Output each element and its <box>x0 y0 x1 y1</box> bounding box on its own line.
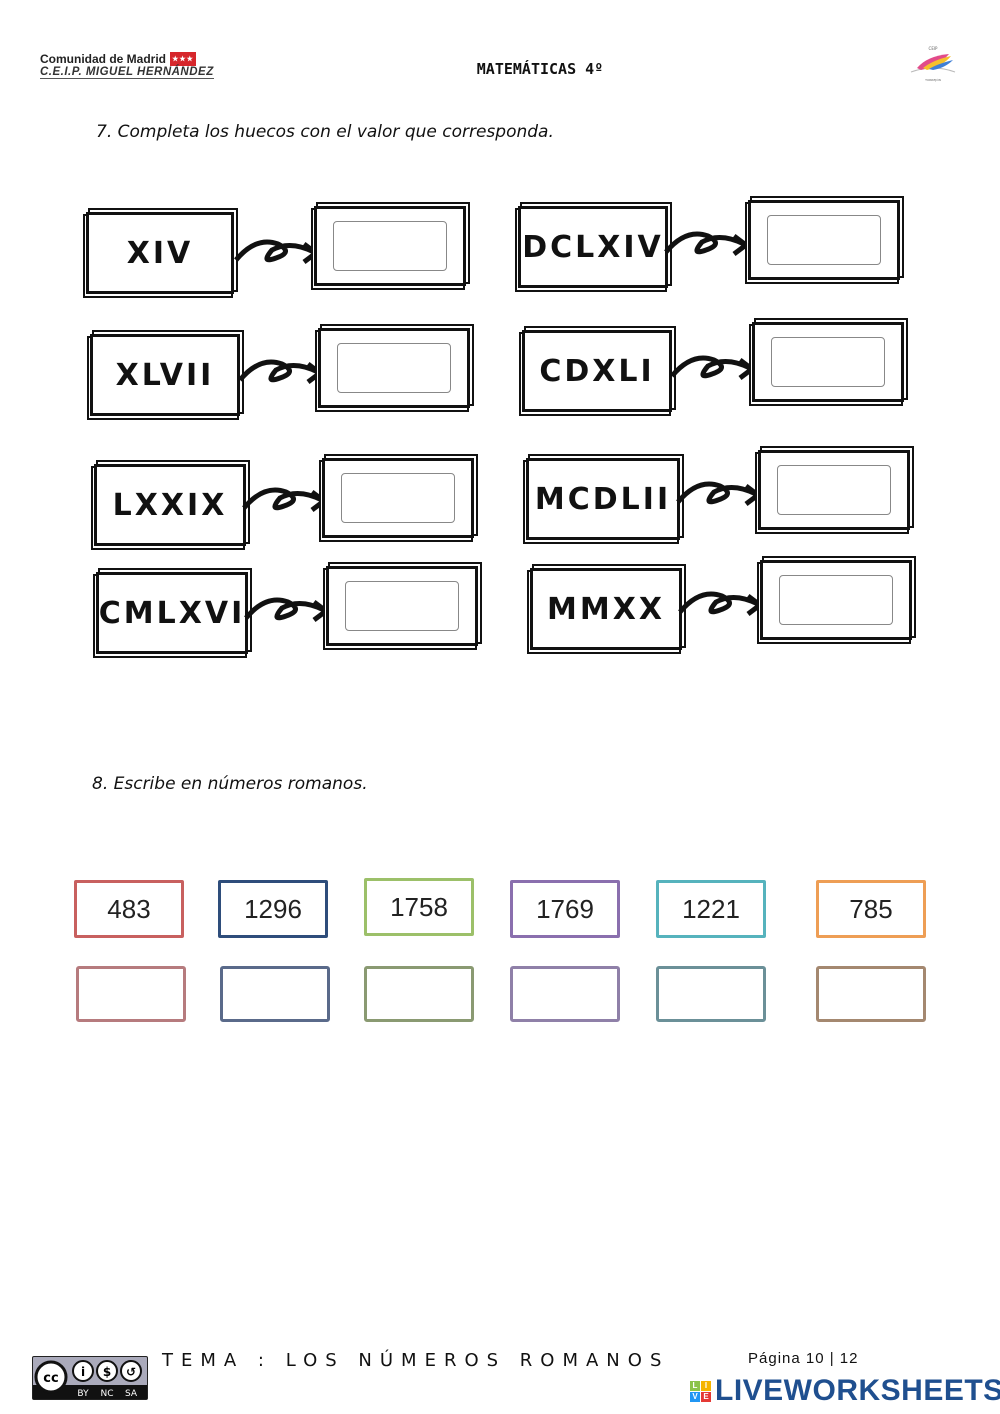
svg-text:i: i <box>81 1365 85 1379</box>
svg-text:CEIP: CEIP <box>929 46 939 51</box>
answer-input[interactable] <box>333 221 447 271</box>
school-header: Comunidad de Madrid ★★★ C.E.I.P. MIGUEL … <box>40 52 214 79</box>
svg-text:$: $ <box>103 1365 111 1379</box>
svg-text:↺: ↺ <box>126 1365 136 1379</box>
arrow-icon <box>678 591 765 616</box>
school-name: C.E.I.P. MIGUEL HERNÁNDEZ <box>40 66 214 79</box>
number-box: 785 <box>816 880 926 938</box>
arrow-icon <box>244 597 331 622</box>
roman-box: MMXX <box>530 568 682 650</box>
page-title: MATEMÁTICAS 4º <box>476 60 604 78</box>
answer-frame <box>326 566 478 646</box>
answer-input[interactable] <box>341 473 455 523</box>
answer-frame <box>760 560 912 640</box>
org-name: Comunidad de Madrid <box>40 52 166 66</box>
roman-box: XIV <box>86 212 234 294</box>
cc-license-badge: cc i $ ↺ BY NC SA <box>32 1356 148 1400</box>
brand-name: LIVEWORKSHEETS <box>715 1374 1000 1407</box>
number-box: 1758 <box>364 878 474 936</box>
answer-input[interactable] <box>767 215 881 265</box>
liveworksheets-brand[interactable]: L I V E LIVEWORKSHEETS <box>690 1374 1000 1408</box>
answer-input[interactable] <box>771 337 885 387</box>
exercise-8-instruction: 8. Escribe en números romanos. <box>92 774 368 794</box>
answer-input[interactable] <box>777 465 891 515</box>
roman-box: XLVII <box>90 334 240 416</box>
exercise-7-instruction: 7. Completa los huecos con el valor que … <box>96 122 554 142</box>
roman-box: MCDLII <box>526 458 680 540</box>
roman-answer-input[interactable] <box>816 966 926 1022</box>
answer-frame <box>752 322 904 402</box>
liveworksheets-logo-icon: L I V E <box>690 1380 711 1402</box>
answer-frame <box>748 200 900 280</box>
number-box: 1296 <box>218 880 328 938</box>
svg-text:NC: NC <box>100 1389 113 1399</box>
roman-answer-input[interactable] <box>364 966 474 1022</box>
number-box: 1221 <box>656 880 766 938</box>
madrid-flag-icon: ★★★ <box>170 52 196 66</box>
arrow-icon <box>664 231 751 256</box>
footer-topic: TEMA : LOS NÚMEROS ROMANOS <box>162 1350 670 1371</box>
roman-box: CDXLI <box>522 330 672 412</box>
cc-by-nc-sa-icon: cc i $ ↺ BY NC SA <box>33 1360 147 1399</box>
roman-answer-input[interactable] <box>76 966 186 1022</box>
svg-text:TORREJÓN: TORREJÓN <box>924 77 941 82</box>
number-box: 1769 <box>510 880 620 938</box>
answer-frame <box>758 450 910 530</box>
feather-book-logo-icon: CEIP TORREJÓN <box>910 46 956 82</box>
arrow-icon <box>670 355 757 380</box>
svg-text:SA: SA <box>125 1389 138 1399</box>
answer-input[interactable] <box>337 343 451 393</box>
page-number: Página 10 | 12 <box>748 1350 859 1367</box>
roman-answer-input[interactable] <box>656 966 766 1022</box>
number-box: 483 <box>74 880 184 938</box>
answer-frame <box>322 458 474 538</box>
answer-input[interactable] <box>345 581 459 631</box>
svg-text:cc: cc <box>43 1371 58 1386</box>
roman-answer-input[interactable] <box>510 966 620 1022</box>
answer-frame <box>314 206 466 286</box>
answer-input[interactable] <box>779 575 893 625</box>
answer-frame <box>318 328 470 408</box>
arrow-icon <box>676 481 763 506</box>
roman-box: DCLXIV <box>518 206 668 288</box>
roman-box: CMLXVI <box>96 572 248 654</box>
roman-box: LXXIX <box>94 464 246 546</box>
arrow-icon <box>238 359 325 384</box>
arrow-icon <box>242 487 329 512</box>
svg-text:BY: BY <box>77 1389 89 1399</box>
arrow-icon <box>234 239 321 264</box>
roman-answer-input[interactable] <box>220 966 330 1022</box>
